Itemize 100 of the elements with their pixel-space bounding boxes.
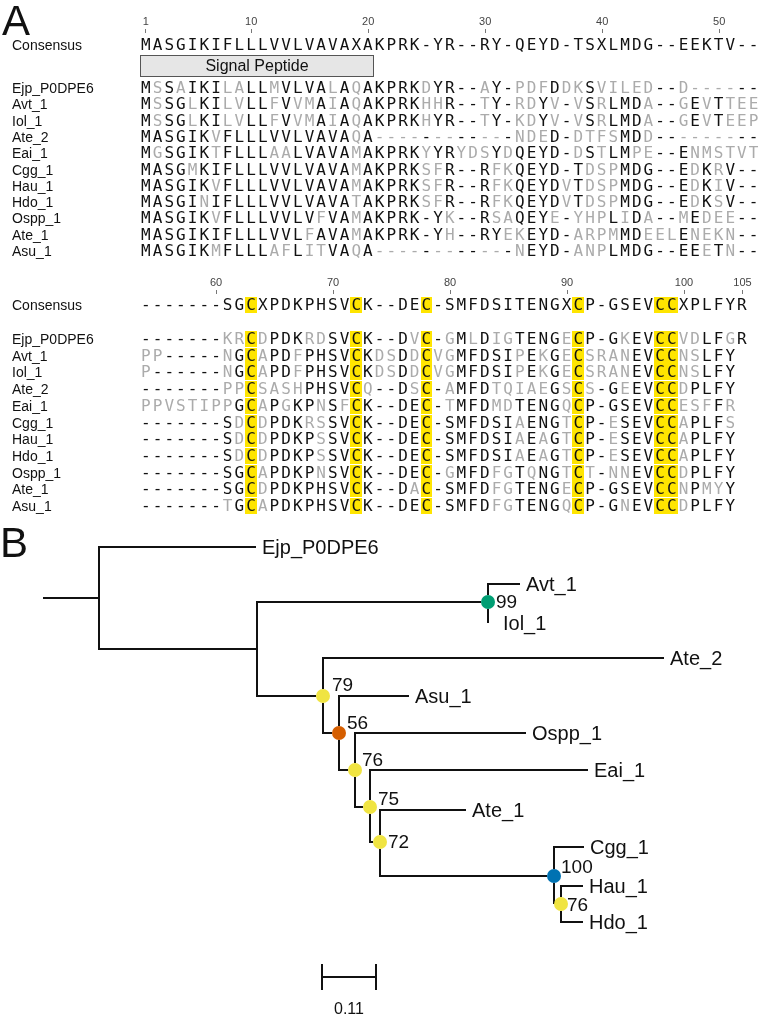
- taxon-label: Hdo_1: [589, 912, 648, 932]
- aligned-sequence: PPVSTIPPGCAPGKPNSFCK--DEC-TMFDMDTENGQCP-GSEVCCESFFR: [140, 397, 737, 414]
- sequence-name: Ospp_1: [12, 210, 62, 227]
- sequence-name: Iol_1: [12, 112, 43, 129]
- tree-branch: [42, 597, 317, 697]
- taxon-label: Iol_1: [503, 613, 547, 633]
- taxon-label: Ate_1: [472, 800, 525, 820]
- node-dot: [547, 869, 561, 883]
- position-number: 50: [713, 15, 726, 28]
- tree-branch: [338, 739, 349, 771]
- position-number: 105: [733, 276, 752, 289]
- consensus-sequence: -------SGCXPDKPHSVCK--DEC-SMFDSITENGXCP-GSEVCCXPLFYR: [140, 297, 748, 313]
- sequence-name: Hau_1: [12, 177, 54, 194]
- bootstrap-value: 56: [347, 714, 369, 732]
- tree-branch: [560, 885, 584, 898]
- taxon-label: Ospp_1: [532, 723, 603, 743]
- sequence-name: Avt_1: [12, 347, 48, 364]
- aligned-sequence: MASGIKMFLLLAFLITVAQA------------NEYD-ANPLMDG--EEETN--: [140, 243, 760, 259]
- aligned-sequence: -------KRCDPDKRDSVCK--DVC-GMLDIGTENGECP-GKEVCCVDLFGR: [140, 331, 748, 347]
- row-label: Consensus: [12, 297, 83, 313]
- sequence-name: Hdo_1: [12, 447, 54, 464]
- aligned-sequence: -------PPCSASHPHSVCQ--DSC-AMFDTQIAEGSCS-GEEVCCDPLFY: [140, 381, 737, 398]
- aligned-sequence: -------SGCDPDKPHSVCK--DAC-SMFDFGTENGECP-GSEVCCNPMYY: [140, 481, 737, 498]
- tree-branch: [487, 608, 489, 624]
- sequence-name: Hdo_1: [12, 194, 54, 211]
- sequence-name: Ejp_P0DPE6: [12, 80, 94, 96]
- node-dot: [554, 897, 568, 911]
- tree-branch: [322, 702, 333, 734]
- aligned-sequence: P------NGCAPDFPHSVCKDSDDCVGMFDSIPEKGECSRANEVCCNSLFY: [140, 364, 737, 381]
- aligned-sequence: PP-----NGCAPDFPHSVCKDSDDCVGMFDSIPEKGECSRANEVCCNSLFY: [140, 347, 737, 364]
- node-dot: [373, 835, 387, 849]
- aligned-sequence: MSSGLKILVLLFVVMAIAQAKPRKHYR--TY-KDYV-VSRLMDA--GEVTEEP: [140, 112, 760, 129]
- tree-branch: [553, 882, 555, 905]
- tree-branch: [379, 809, 467, 836]
- taxon-label: Asu_1: [415, 686, 472, 706]
- position-number: 60: [209, 276, 223, 289]
- bootstrap-value: 76: [567, 896, 589, 914]
- panel-letter: B: [0, 522, 28, 564]
- taxon-label: Hau_1: [589, 876, 648, 896]
- aligned-sequence: -------SDCDPDKPSSVCK--DEC-SMFDSIAEAGTCP-ESEVCCAPLFY: [140, 447, 737, 464]
- aligned-sequence: -------SDCDPDKPSSVCK--DEC-SMFDSIAEAGTCP-ESEVCCAPLFY: [140, 431, 737, 448]
- position-number: 90: [560, 276, 574, 289]
- sequence-name: Cgg_1: [12, 161, 54, 178]
- sequence-name: Ejp_P0DPE6: [12, 331, 94, 347]
- aligned-sequence: MASGIKIFLLLVVLFAVAMAKPRK-YH--RYEKEYD-ARPMMDEELENEKN--: [140, 226, 760, 243]
- position-number: 100: [674, 276, 694, 289]
- position-number: 40: [596, 15, 609, 28]
- tree-branch: [338, 695, 410, 727]
- bootstrap-value: 99: [496, 593, 518, 611]
- taxon-label: Ejp_P0DPE6: [262, 537, 379, 557]
- bootstrap-value: 75: [378, 790, 400, 808]
- node-dot: [363, 800, 377, 814]
- node-dot: [481, 595, 495, 609]
- sequence-name: Hau_1: [12, 431, 54, 448]
- tree-branch: [354, 732, 527, 764]
- position-number: 30: [479, 15, 492, 28]
- sequence-name: Eai_1: [12, 397, 48, 414]
- sequence-name: Ate_1: [12, 226, 49, 243]
- sequence-name: Ate_2: [12, 128, 49, 145]
- annotation-bar: Signal Peptide: [140, 55, 374, 77]
- node-dot: [332, 726, 346, 740]
- scale-label: 0.11: [334, 1001, 364, 1017]
- tree-branch: [487, 583, 521, 596]
- aligned-sequence: MGSGIKTFLLLAALVAVAMAKPRKYYRYDSYDQEYD-DSTLMPE--ENMSTVT: [140, 145, 760, 162]
- sequence-name: Eai_1: [12, 145, 48, 162]
- sequence-name: Iol_1: [12, 364, 43, 381]
- sequence-name: Asu_1: [12, 243, 52, 259]
- tree-branch: [322, 657, 665, 690]
- taxon-label: Ate_2: [670, 648, 723, 668]
- tree-branch: [379, 848, 548, 877]
- tree-branch: [369, 813, 374, 843]
- taxon-label: Avt_1: [526, 574, 577, 594]
- aligned-sequence: -------TGCAPDKPHSVCK--DEC-SMFDFGTENGQCP-GNEVCCDPLFY: [140, 498, 737, 514]
- aligned-sequence: MASGIKVFLLLVVLVFVAMAKPRK-YK--RSAQEYE-YHPLIDA--MEDEE--: [140, 210, 760, 227]
- tree-branch: [369, 769, 589, 801]
- bootstrap-value: 79: [332, 676, 354, 694]
- tree-branch: [354, 776, 364, 808]
- node-dot: [348, 763, 362, 777]
- sequence-name: Cgg_1: [12, 414, 54, 431]
- bootstrap-value: 72: [388, 833, 410, 851]
- position-number: 80: [443, 276, 457, 289]
- sequence-name: Avt_1: [12, 96, 48, 113]
- sequence-name: Asu_1: [12, 498, 52, 514]
- aligned-sequence: -------SDCDPDKRSSVCK--DEC-SMFDSIAENGTCP-ESEVCCAPLFS: [140, 414, 737, 431]
- position-number: 70: [326, 276, 340, 289]
- aligned-sequence: -------SGCAPDKPNSVCK--DEC-GMFDFGTQNGTCT-NNEVCCDPLFY: [140, 464, 737, 481]
- bootstrap-value: 76: [362, 751, 384, 769]
- sequence-name: Ate_1: [12, 481, 49, 498]
- sequence-name: Ate_2: [12, 381, 49, 398]
- taxon-label: Cgg_1: [590, 837, 649, 857]
- sequence-name: Ospp_1: [12, 464, 62, 481]
- consensus-sequence: MASGIKIFLLLVVLVAVAXAKPRK-YR--RY-QEYD-TSXLMDG--EEKTV--: [140, 37, 760, 53]
- tree-branch: [553, 846, 585, 870]
- aligned-sequence: MASGIKVFLLLVVLVAVAQA------------NDED-DTFSMDD---------: [140, 128, 760, 145]
- bootstrap-value: 100: [561, 858, 593, 876]
- position-number: 20: [362, 15, 375, 28]
- position-number: 10: [245, 15, 258, 28]
- taxon-label: Eai_1: [594, 760, 646, 780]
- aligned-sequence: MSSGLKILVLLFVVMAIAQAKPRKHHR--TY-RDYV-VSRLMDA--GEVTTEE: [140, 96, 760, 113]
- node-dot: [316, 689, 330, 703]
